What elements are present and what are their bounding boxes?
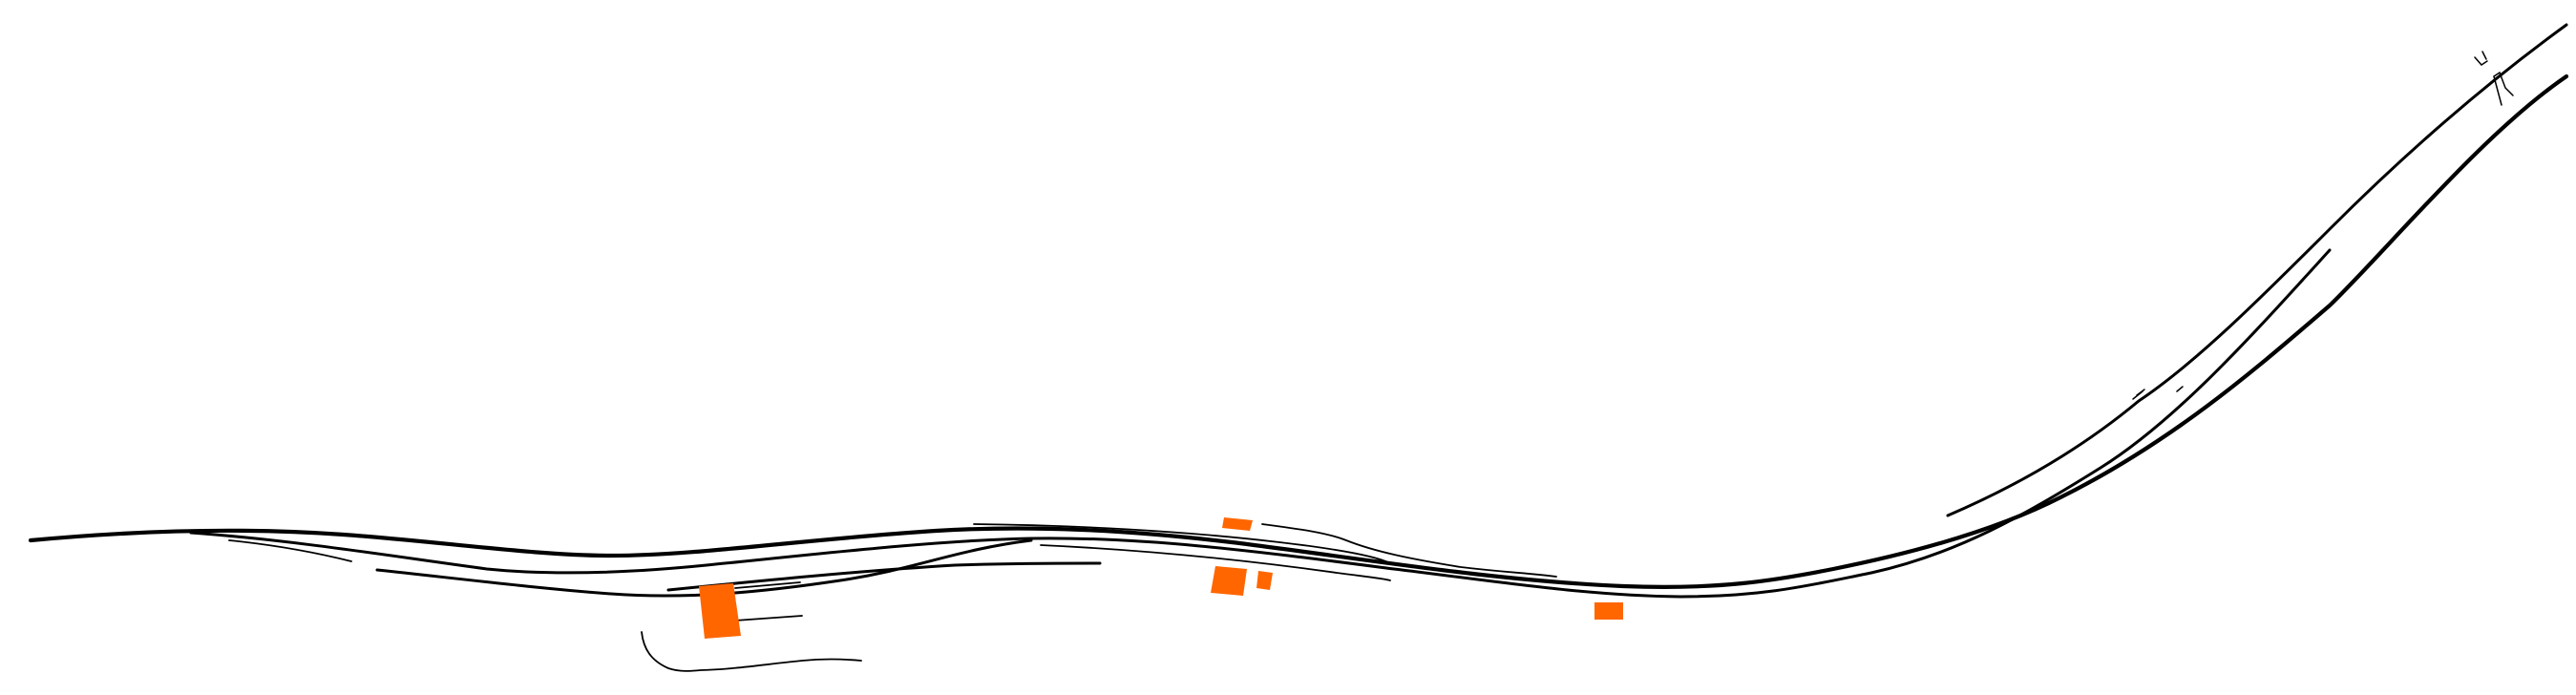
track-ends-group: [2132, 51, 2514, 400]
siding-west-1: [228, 539, 352, 562]
siding-south-loop: [641, 631, 862, 672]
station-track-4: [1040, 544, 1391, 581]
building-station-main: [1211, 566, 1247, 596]
buffer-stop-upper-1: [2474, 56, 2488, 66]
switch-mark-2: [2136, 389, 2145, 396]
main-line-track: [28, 74, 2569, 589]
station-track-5: [1261, 523, 1557, 578]
buffer-stop-upper-4: [2493, 75, 2502, 106]
siding-south-2: [734, 615, 803, 621]
switch-mark-3: [2176, 386, 2184, 392]
siding-south-1: [734, 581, 801, 589]
buffer-stop-upper-2: [2481, 51, 2487, 60]
buildings-group: [699, 517, 1623, 639]
main-line-group: [28, 23, 2569, 599]
upper-right-curve-track: [1946, 23, 2568, 517]
building-west: [699, 583, 741, 639]
station-track-3: [973, 523, 1391, 564]
building-station-north: [1222, 517, 1253, 531]
sidings-group: [228, 539, 862, 672]
main-line-second-track: [189, 248, 2332, 599]
building-station-small: [1256, 571, 1273, 590]
building-east: [1594, 602, 1623, 620]
buffer-stop-upper-3: [2493, 71, 2514, 96]
station-track-2: [666, 561, 1102, 592]
